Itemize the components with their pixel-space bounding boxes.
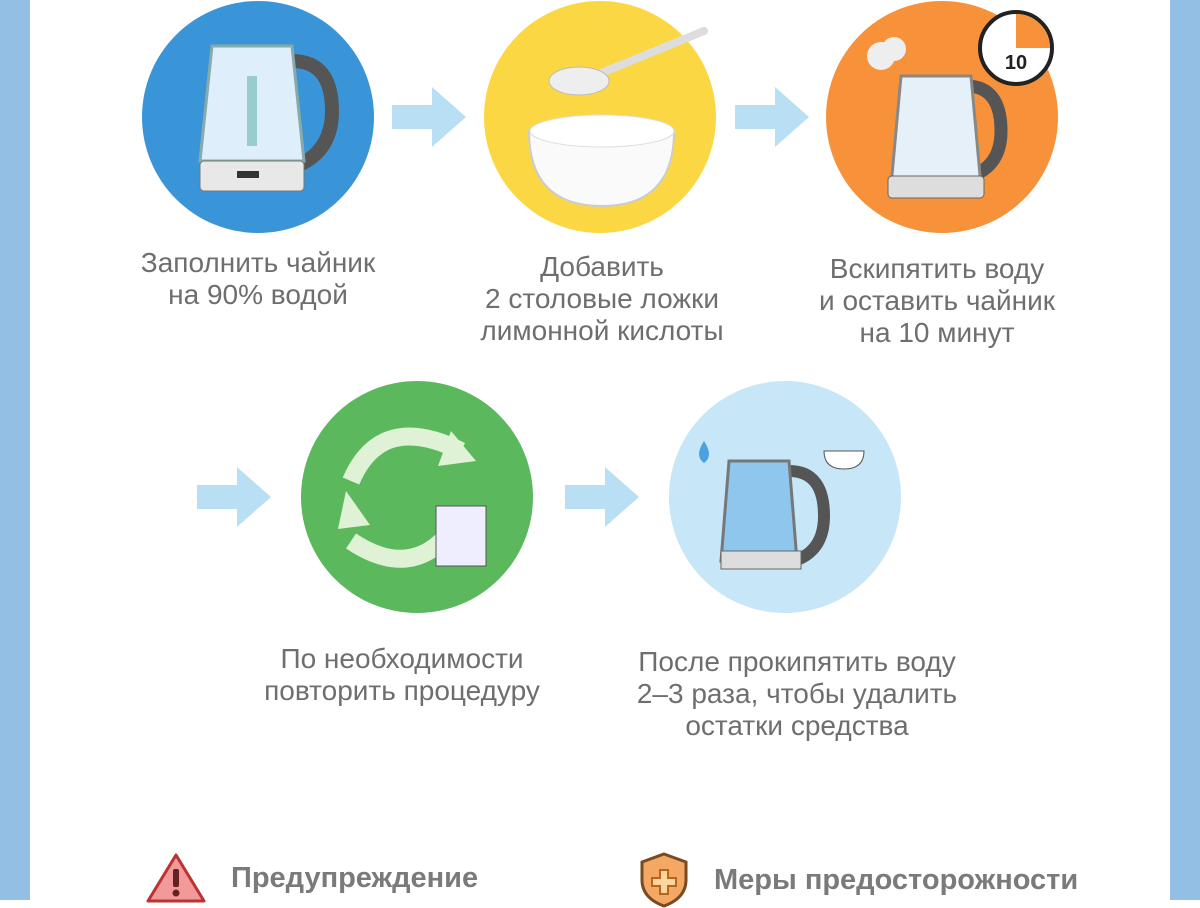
timer-icon: 10 [978, 10, 1054, 86]
caption-line: на 90% водой [168, 279, 348, 310]
precautions-label: Меры предосторожности [714, 863, 1079, 896]
left-border [0, 0, 30, 900]
step-4-circle [301, 381, 533, 613]
caption-line: Добавить [540, 251, 664, 282]
caption-line: и оставить чайник [819, 285, 1055, 316]
caption-line: повторить процедуру [264, 675, 540, 706]
step-5-circle [669, 381, 901, 613]
clean-kettle-icon [699, 441, 865, 570]
step-2-circle [484, 1, 716, 233]
caption-line: Вскипятить воду [829, 253, 1045, 284]
arrow-right-icon [197, 467, 271, 527]
step-3-caption: Вскипятить воду и оставить чайник на 10 … [767, 253, 1107, 349]
repeat-icon [338, 427, 487, 568]
caption-line: Заполнить чайник [140, 247, 376, 278]
boiling-kettle-icon [867, 37, 1008, 199]
arrow-right-icon [392, 87, 466, 147]
timer-label: 10 [1004, 52, 1028, 74]
caption-line: 2–3 раза, чтобы удалить [636, 678, 958, 709]
warning-label: Предупреждение [231, 861, 479, 894]
arrow-right-icon [565, 467, 639, 527]
caption-line: После прокипятить воду [638, 646, 956, 677]
caption-line: остатки средства [685, 710, 909, 741]
step-1-caption: Заполнить чайник на 90% водой [88, 247, 428, 311]
caption-line: на 10 минут [859, 317, 1015, 348]
precautions-heading: Меры предосторожности [638, 852, 1078, 908]
warning-heading: Предупреждение [145, 852, 478, 904]
warning-icon [146, 853, 206, 903]
step-1-circle [142, 1, 374, 233]
arrow-right-icon [735, 87, 809, 147]
caption-line: лимонной кислоты [480, 315, 724, 346]
kettle-icon [198, 44, 340, 192]
caption-line: По необходимости [280, 643, 524, 674]
step-2-caption: Добавить 2 столовые ложки лимонной кисло… [432, 251, 772, 347]
spoon-bowl-icon [527, 27, 708, 208]
step-5-caption: После прокипятить воду 2–3 раза, чтобы у… [627, 646, 967, 742]
step-4-caption: По необходимости повторить процедуру [232, 643, 572, 707]
right-border [1170, 0, 1200, 900]
caption-line: 2 столовые ложки [485, 283, 719, 314]
